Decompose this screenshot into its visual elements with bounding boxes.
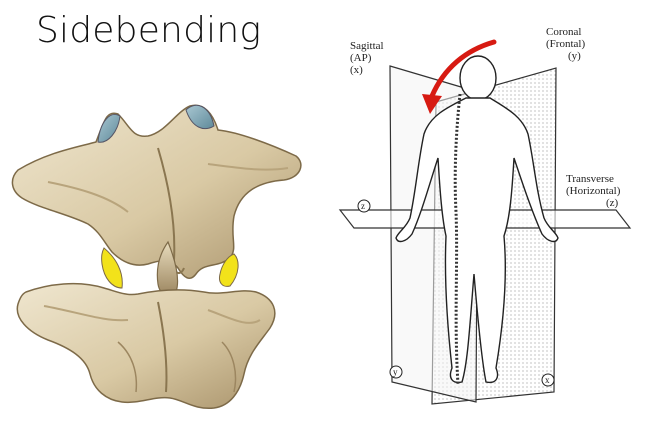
sagittal-axis: (x) [350, 64, 363, 76]
transverse-axis: (z) [606, 197, 619, 209]
coronal-name: Coronal [546, 26, 582, 38]
sidebending-arrow-icon [422, 39, 497, 114]
sagittal-name: Sagittal [350, 40, 384, 52]
anatomical-planes-illustration: z y x [338, 39, 632, 405]
sagittal-alt: (AP) [350, 52, 372, 64]
coronal-alt: (Frontal) [546, 38, 586, 50]
coronal-axis: (y) [568, 50, 581, 62]
transverse-name: Transverse [566, 173, 614, 185]
coronal-plane-label: Coronal (Frontal) (y) [546, 26, 585, 62]
human-figure [395, 55, 559, 384]
sagittal-plane-label: Sagittal (AP) (x) [350, 40, 384, 76]
transverse-alt: (Horizontal) [566, 185, 621, 197]
marker-y: y [393, 367, 398, 377]
marker-x: x [545, 375, 550, 385]
slide-title: Sidebending [36, 10, 262, 51]
transverse-plane-label: Transverse (Horizontal) (z) [566, 173, 620, 209]
marker-z: z [361, 201, 365, 211]
vertebrae-illustration [11, 104, 302, 409]
